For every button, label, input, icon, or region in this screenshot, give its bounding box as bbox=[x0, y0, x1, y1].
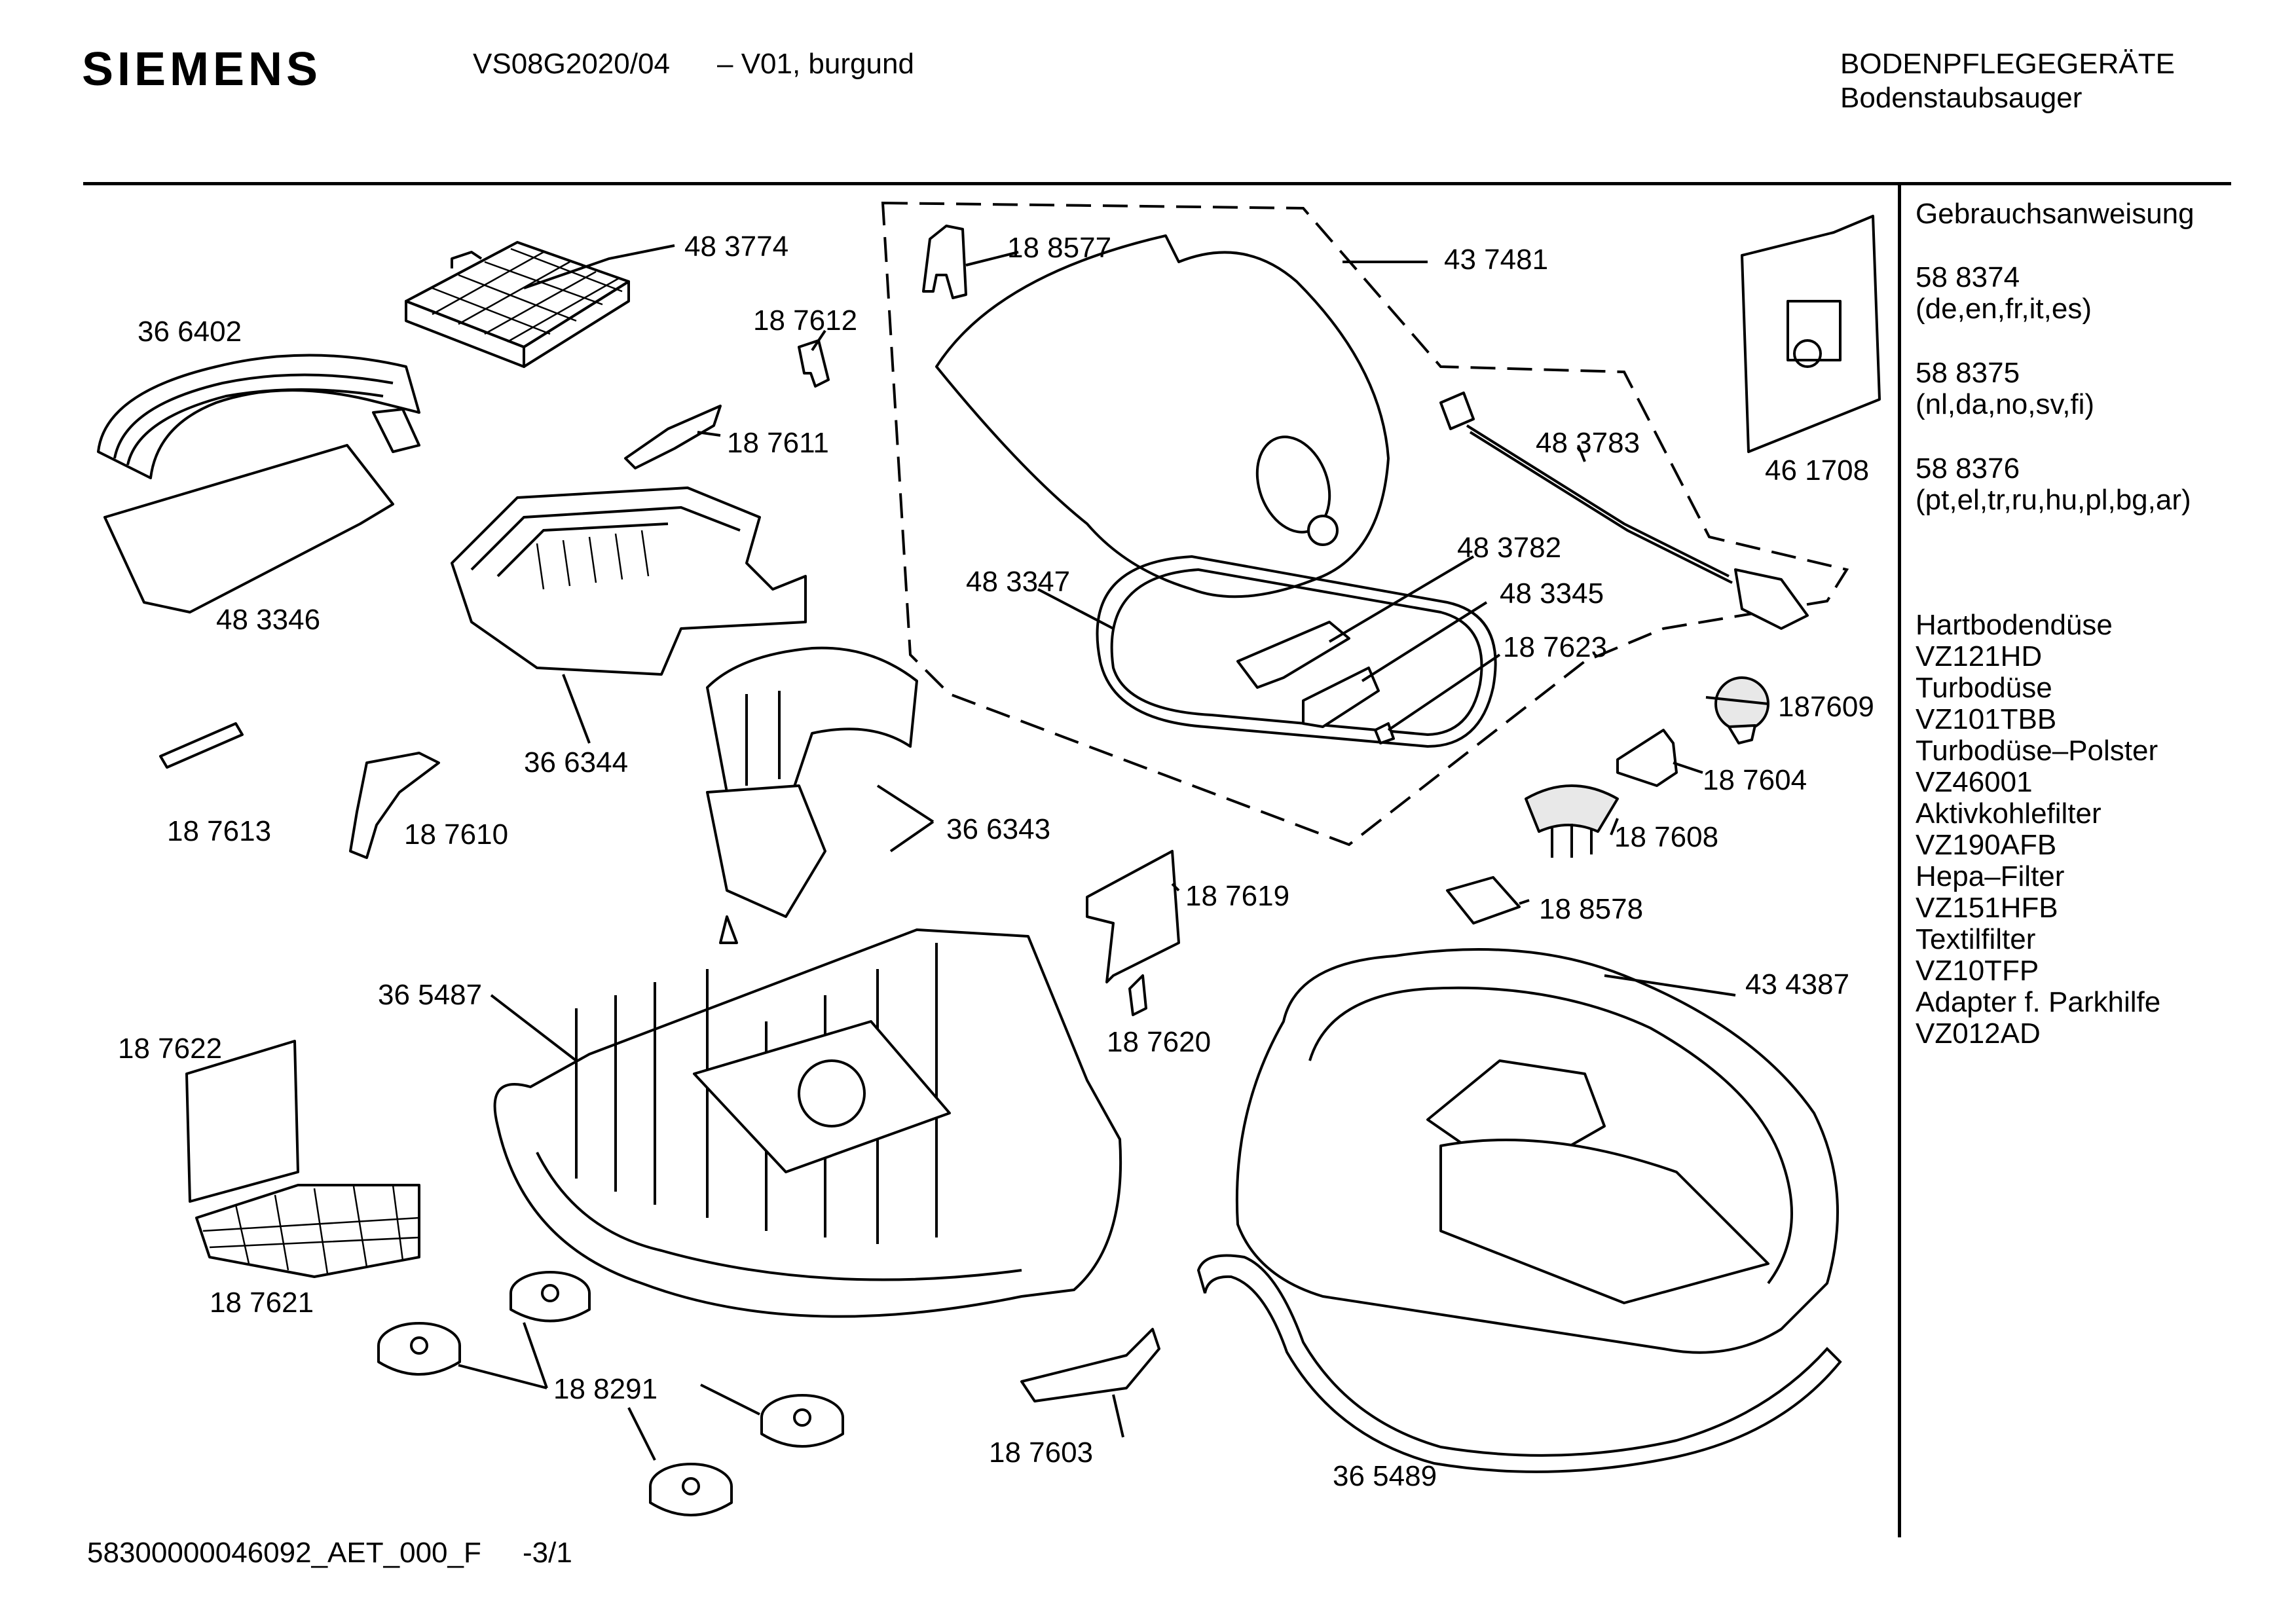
grille-frame-part bbox=[195, 1184, 420, 1278]
clip-part-187620 bbox=[1128, 974, 1147, 1016]
siemens-logo: SIEMENS bbox=[82, 43, 322, 96]
document-id: 58300000046092_AET_000_F bbox=[87, 1537, 481, 1569]
part-label-483783: 48 3783 bbox=[1536, 427, 1640, 459]
cable-part bbox=[1439, 392, 1809, 630]
group-outline-dashed bbox=[881, 201, 1849, 847]
flap-part-187603 bbox=[1020, 1328, 1160, 1402]
manual-languages: (de,en,fr,it,es) bbox=[1916, 293, 2092, 325]
dust-bag-part bbox=[1741, 215, 1881, 453]
hepa-filter-part bbox=[405, 241, 630, 368]
part-label-366402: 36 6402 bbox=[138, 316, 242, 348]
grille-sheet-part bbox=[185, 1040, 299, 1203]
vent-part-187608 bbox=[1525, 784, 1619, 858]
part-label-188577: 18 8577 bbox=[1007, 232, 1112, 264]
part-label-187613: 18 7613 bbox=[167, 815, 272, 847]
part-label-365487: 36 5487 bbox=[378, 979, 483, 1011]
part-label-187621: 18 7621 bbox=[210, 1287, 314, 1319]
wheel-part-1 bbox=[509, 1271, 591, 1323]
part-label-188578: 18 8578 bbox=[1539, 893, 1644, 925]
manual-number: 58 8374 bbox=[1916, 261, 2020, 293]
accessory-code: VZ46001 bbox=[1916, 766, 2033, 798]
accessory-code: VZ10TFP bbox=[1916, 955, 2039, 987]
accessory-name: Textilfilter bbox=[1916, 923, 2036, 955]
part-label-187608: 18 7608 bbox=[1614, 821, 1719, 853]
wheel-part-2 bbox=[377, 1322, 461, 1376]
part-label-187610: 18 7610 bbox=[404, 818, 509, 851]
part-label-483346: 48 3346 bbox=[216, 604, 321, 636]
filter-sheet-part bbox=[103, 444, 394, 614]
button-part-483345 bbox=[1302, 667, 1380, 728]
rod-part-187613 bbox=[159, 722, 244, 769]
accessory-code: VZ121HD bbox=[1916, 640, 2043, 672]
bracket-part-187619 bbox=[1086, 850, 1180, 983]
filter-housing-part bbox=[451, 486, 807, 676]
latch-part-187611 bbox=[624, 405, 722, 469]
accessory-name: Adapter f. Parkhilfe bbox=[1916, 986, 2161, 1018]
round-part-187609 bbox=[1714, 676, 1769, 744]
accessory-code: VZ012AD bbox=[1916, 1017, 2041, 1050]
category-title: BODENPFLEGEGERÄTE bbox=[1840, 48, 2176, 80]
part-label-187604: 18 7604 bbox=[1703, 764, 1807, 796]
part-label-483345: 48 3345 bbox=[1500, 577, 1604, 610]
part-label-188291: 18 8291 bbox=[553, 1373, 658, 1405]
wheel-part-3 bbox=[760, 1394, 844, 1448]
clip-part-187623 bbox=[1374, 722, 1395, 744]
clip-part-188577 bbox=[922, 225, 967, 299]
manual-number: 58 8376 bbox=[1916, 452, 2020, 485]
upper-body-part bbox=[1235, 948, 1839, 1354]
part-label-483782: 48 3782 bbox=[1457, 532, 1562, 564]
main-body-part bbox=[493, 915, 1122, 1318]
part-label-437481: 43 7481 bbox=[1444, 244, 1549, 276]
part-label-366343: 36 6343 bbox=[946, 813, 1051, 845]
part-label-483774: 48 3774 bbox=[684, 230, 789, 263]
part-label-187611: 18 7611 bbox=[727, 427, 829, 459]
part-label-187620: 18 7620 bbox=[1107, 1026, 1212, 1058]
header-rule bbox=[83, 182, 2231, 185]
manual-languages: (nl,da,no,sv,fi) bbox=[1916, 388, 2095, 420]
accessory-code: VZ190AFB bbox=[1916, 829, 2057, 861]
accessory-code: VZ151HFB bbox=[1916, 892, 2058, 924]
part-label-187623: 18 7623 bbox=[1503, 631, 1608, 663]
manual-title: Gebrauchsanweisung bbox=[1916, 198, 2194, 230]
lid-shell-part bbox=[935, 234, 1390, 598]
part-label-187612: 18 7612 bbox=[753, 304, 858, 337]
part-label-483347: 48 3347 bbox=[966, 566, 1071, 598]
duct-part-366343 bbox=[706, 646, 918, 918]
accessory-name: Hepa–Filter bbox=[1916, 860, 2065, 892]
leader-lines bbox=[458, 244, 1769, 1461]
part-label-187603: 18 7603 bbox=[989, 1437, 1094, 1469]
part-label-461708: 46 1708 bbox=[1765, 454, 1870, 486]
page-indicator: -3/1 bbox=[523, 1537, 572, 1569]
bracket-part-187610 bbox=[349, 752, 440, 859]
part-label-187619: 18 7619 bbox=[1185, 880, 1290, 912]
accessory-code: VZ101TBB bbox=[1916, 703, 2057, 735]
bumper-strip-part bbox=[1196, 1254, 1842, 1473]
part-label-187609: 187609 bbox=[1778, 691, 1874, 723]
seal-ring-part bbox=[1096, 555, 1497, 748]
model-variant: – V01, burgund bbox=[717, 48, 914, 80]
cover-part-188578 bbox=[1446, 876, 1521, 925]
part-label-187622: 18 7622 bbox=[118, 1033, 223, 1065]
latch-part-483782 bbox=[1236, 621, 1350, 689]
accessory-name: Turbodüse bbox=[1916, 672, 2052, 704]
part-label-365489: 36 5489 bbox=[1333, 1460, 1437, 1492]
accessory-name: Aktivkohlefilter bbox=[1916, 797, 2102, 830]
manual-number: 58 8375 bbox=[1916, 357, 2020, 389]
category-subtitle: Bodenstaubsauger bbox=[1840, 82, 2083, 114]
accessory-name: Hartbodendüse bbox=[1916, 609, 2113, 641]
accessory-name: Turbodüse–Polster bbox=[1916, 735, 2158, 767]
model-number: VS08G2020/04 bbox=[473, 48, 670, 80]
bracket-part-187604 bbox=[1616, 729, 1678, 787]
sidebar-divider bbox=[1898, 185, 1901, 1537]
wheel-part-4 bbox=[649, 1463, 733, 1516]
part-label-366344: 36 6344 bbox=[524, 746, 629, 779]
part-label-434387: 43 4387 bbox=[1745, 968, 1850, 1000]
manual-languages: (pt,el,tr,ru,hu,pl,bg,ar) bbox=[1916, 484, 2191, 516]
